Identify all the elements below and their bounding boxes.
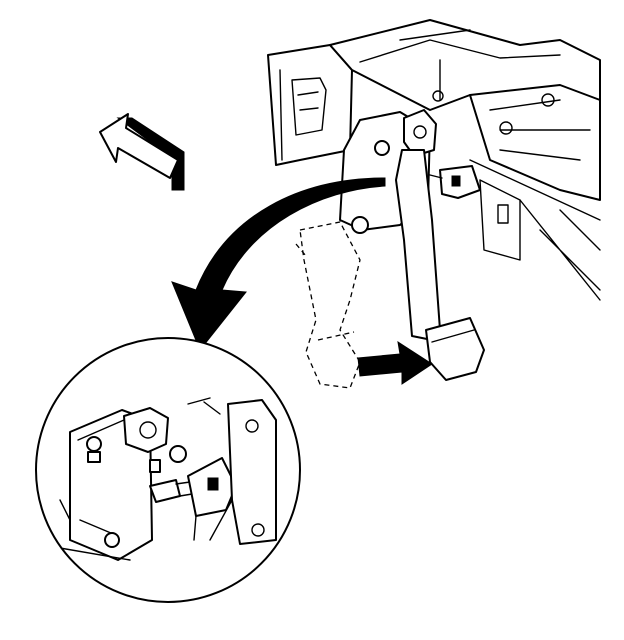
front-of-vehicle-arrow-icon [99, 113, 185, 191]
pedal-phantom-position [295, 221, 361, 389]
detail-view-circle [35, 337, 301, 603]
magnify-callout-arrow-icon [171, 177, 386, 351]
pedal-assembly [339, 109, 485, 381]
dash-panel-structure [267, 19, 601, 301]
pedal-direction-arrow-icon [357, 340, 433, 385]
